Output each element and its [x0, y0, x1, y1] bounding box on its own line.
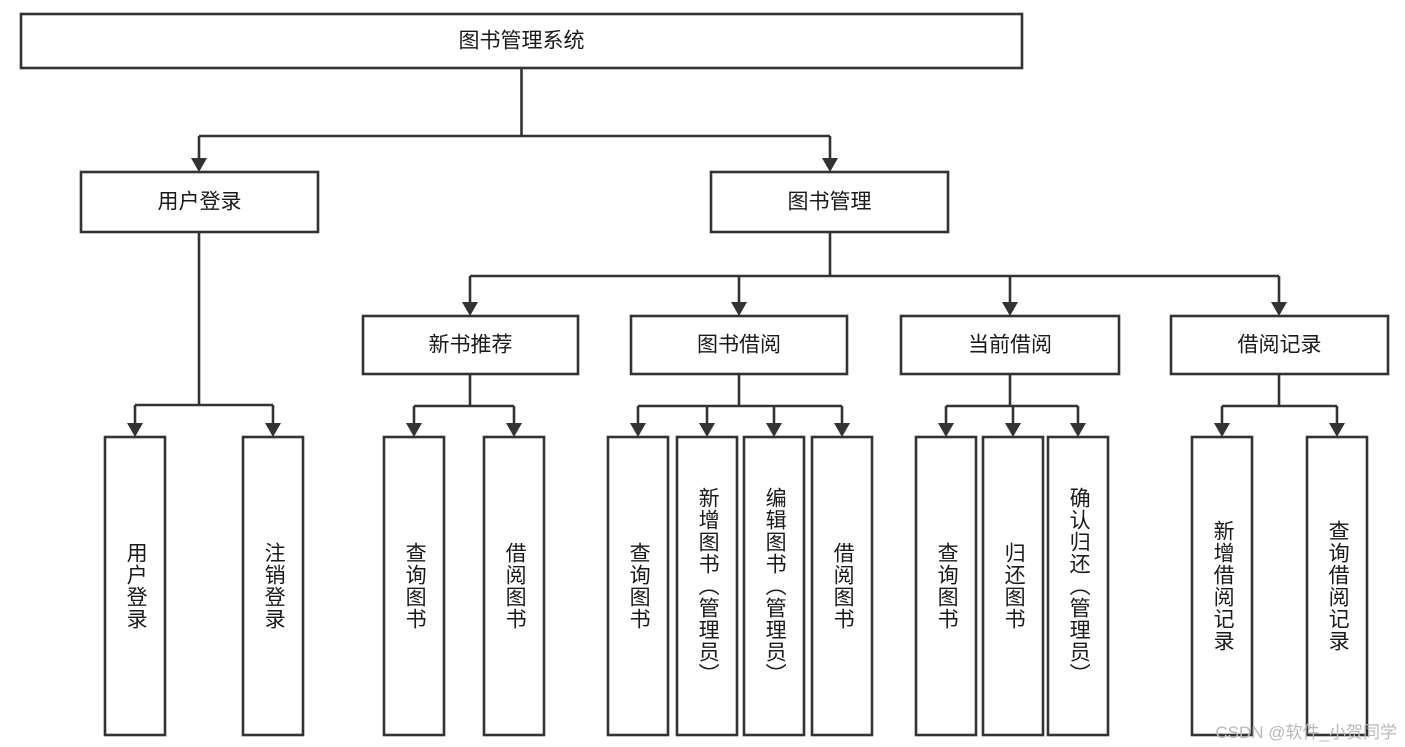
arrowhead-book-borrow: [731, 302, 747, 316]
arrowhead-leaf-rec-borrow: [506, 423, 522, 437]
arrowhead-current-borrow: [1002, 302, 1018, 316]
leaf-box-rec-add[interactable]: [1190, 435, 1254, 737]
arrowhead-leaf-rec-search: [1329, 423, 1345, 437]
arrowhead-leaf-cur-query: [938, 423, 954, 437]
edges-currentborrow-to-leaves: [938, 374, 1086, 437]
leaf-box-borrow-edit[interactable]: [742, 435, 806, 737]
csdn-watermark: CSDN @软件_小贺同学: [1215, 723, 1397, 742]
leaf-boxes: [103, 435, 1369, 737]
node-current-borrow-label: 当前借阅: [968, 334, 1052, 357]
node-borrow-record[interactable]: 借阅记录: [1169, 314, 1390, 376]
node-current-borrow[interactable]: 当前借阅: [899, 314, 1121, 376]
arrowhead-leaf-borrow-do: [834, 423, 850, 437]
leaf-box-user-login[interactable]: [103, 435, 167, 737]
node-book-management-label: 图书管理: [788, 191, 872, 214]
leaf-box-logout[interactable]: [241, 435, 305, 737]
node-borrow-record-box[interactable]: [1169, 314, 1390, 376]
leaf-box-borrow-query[interactable]: [606, 435, 670, 737]
arrowhead-leaf-borrow-query: [630, 423, 646, 437]
leaf-box-cur-return[interactable]: [981, 435, 1045, 737]
node-new-book-recommend-label: 新书推荐: [429, 334, 513, 357]
node-book-management[interactable]: 图书管理: [709, 170, 950, 234]
arrowhead-user-login: [191, 158, 207, 172]
leaf-box-borrow-do[interactable]: [810, 435, 874, 737]
arrowhead-leaf-borrow-add: [699, 423, 715, 437]
node-user-login-box[interactable]: [79, 170, 320, 234]
edges-root-to-level2: [191, 68, 838, 172]
leaf-box-rec-query[interactable]: [382, 435, 446, 737]
arrowhead-leaf-rec-add: [1214, 423, 1230, 437]
arrowhead-leaf-rec-query: [406, 423, 422, 437]
leaf-box-rec-borrow[interactable]: [482, 435, 546, 737]
arrowhead-book-mgmt: [822, 158, 838, 172]
leaf-box-cur-confirm[interactable]: [1046, 435, 1110, 737]
arrowhead-leaf-cur-return: [1005, 423, 1021, 437]
arrowhead-leaf-logout: [265, 423, 281, 437]
node-user-login[interactable]: 用户登录: [79, 170, 320, 234]
arrowhead-leaf-user-login: [127, 423, 143, 437]
arrowhead-leaf-borrow-edit: [766, 423, 782, 437]
node-current-borrow-box[interactable]: [899, 314, 1121, 376]
leaf-box-cur-query[interactable]: [914, 435, 978, 737]
arrowhead-borrow-record: [1271, 302, 1287, 316]
arrowhead-newbook-rec: [462, 302, 478, 316]
node-new-book-recommend-box[interactable]: [361, 314, 580, 376]
leaf-box-rec-search[interactable]: [1305, 435, 1369, 737]
node-root-box[interactable]: [19, 12, 1024, 70]
edges-bookborrow-to-leaves: [630, 374, 850, 437]
node-borrow-record-label: 借阅记录: [1238, 334, 1322, 357]
edges-newbookrec-to-leaves: [406, 374, 522, 437]
node-book-borrow-box[interactable]: [629, 314, 849, 376]
node-new-book-recommend[interactable]: 新书推荐: [361, 314, 580, 376]
edges-borrowrecord-to-leaves: [1214, 374, 1345, 437]
leaf-box-borrow-add[interactable]: [675, 435, 739, 737]
node-book-management-box[interactable]: [709, 170, 950, 234]
edges-bookmgmt-to-level3: [462, 232, 1287, 316]
edges-userlogin-to-leaves: [127, 232, 281, 437]
node-root-label: 图书管理系统: [459, 30, 585, 53]
arrowhead-leaf-cur-confirm: [1070, 423, 1086, 437]
node-root[interactable]: 图书管理系统: [19, 12, 1024, 70]
node-user-login-label: 用户登录: [158, 191, 242, 214]
node-book-borrow-label: 图书借阅: [697, 334, 781, 357]
node-book-borrow[interactable]: 图书借阅: [629, 314, 849, 376]
